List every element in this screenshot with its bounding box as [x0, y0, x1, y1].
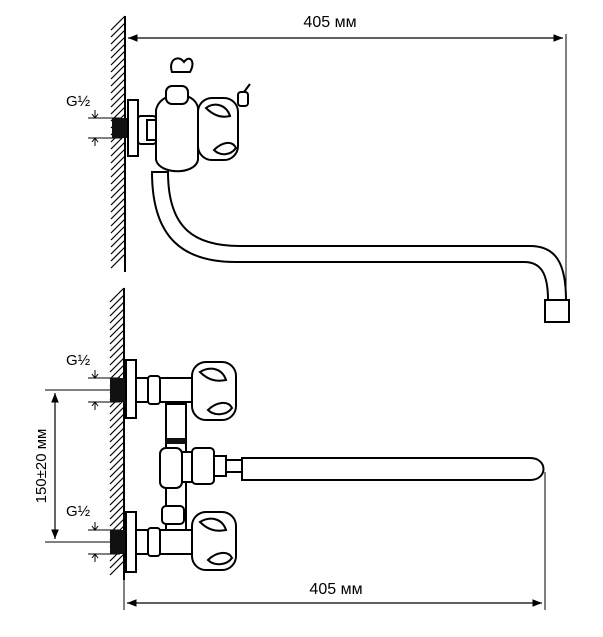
wall-hatch-line	[110, 78, 126, 94]
wall-hatch-line	[109, 315, 125, 331]
length-label-bottom: 405 мм	[309, 581, 362, 598]
wall-hatch-line	[110, 50, 126, 66]
length-dimension-top: 405 мм	[128, 14, 567, 300]
wall-hatch-line	[109, 336, 125, 352]
wall-hatch-line	[109, 294, 125, 310]
faucet-body-top	[112, 57, 251, 173]
thread-label-top-view: G½	[66, 93, 91, 110]
wall-hatch-line	[110, 85, 126, 101]
wall-hatch-line	[109, 406, 125, 422]
wall-hatch-line	[109, 511, 125, 527]
spacing-dimension: 150±20 мм	[33, 389, 115, 543]
front-view: 150±20 мм G½ G½	[33, 287, 546, 610]
wall-hatch-line	[110, 162, 126, 178]
wall-hatch-line	[109, 476, 125, 492]
wall-hatch-line	[109, 553, 125, 569]
wall-hatch-line	[109, 462, 125, 478]
wall-hatch-line	[109, 448, 125, 464]
wall-hatch-line	[109, 434, 125, 450]
wall-hatch-line	[110, 225, 126, 241]
wall-hatch-line	[110, 71, 126, 87]
wall-hatch-line	[110, 15, 126, 31]
wall-hatch-line	[110, 176, 126, 192]
thread-label-upper: G½	[66, 352, 91, 369]
wall-hatch-line	[109, 560, 125, 576]
wall-hatch-line	[109, 322, 125, 338]
wall-hatch-line	[110, 232, 126, 248]
wall-hatch-line	[110, 204, 126, 220]
wall-hatch-line	[109, 287, 125, 303]
wall-hatch-line	[109, 483, 125, 499]
wall-hatch-line	[110, 22, 126, 38]
wall-hatch-line	[110, 197, 126, 213]
wall-hatch-line	[110, 211, 126, 227]
wall-hatch-line	[110, 29, 126, 45]
wall-hatch-line	[109, 399, 125, 415]
wall-hatch-line	[110, 57, 126, 73]
wall-hatch-line	[109, 455, 125, 471]
wall-hatch-line	[110, 246, 126, 262]
thread-callout-top: G½	[66, 93, 122, 146]
wall-hatch-line	[110, 148, 126, 164]
central-body	[159, 403, 243, 531]
spacing-label: 150±20 мм	[33, 429, 50, 504]
wall-hatch-line	[110, 43, 126, 59]
wall-hatch-line	[109, 469, 125, 485]
wall-hatch-line	[109, 301, 125, 317]
wall-hatch-line	[110, 239, 126, 255]
wall-hatch-line	[109, 504, 125, 520]
spout-front	[241, 457, 545, 481]
wall-hatch-line	[110, 141, 126, 157]
wall-hatch-line	[110, 253, 126, 269]
length-dimension-bottom: 405 мм	[123, 472, 546, 610]
wall-hatch-line	[110, 169, 126, 185]
wall-hatch-line	[110, 92, 126, 108]
wall-hatch-line	[109, 343, 125, 359]
thread-label-lower: G½	[66, 503, 91, 520]
lower-valve	[110, 511, 237, 573]
wall-hatch-line	[110, 155, 126, 171]
wall-hatch-line	[109, 350, 125, 366]
wall-hatch-line	[110, 183, 126, 199]
length-label-top: 405 мм	[303, 14, 356, 31]
wall-hatch-line	[109, 364, 125, 380]
wall-hatch-line	[109, 357, 125, 373]
wall-hatch-line	[110, 218, 126, 234]
wall-hatch-line	[109, 490, 125, 506]
wall-hatch-line	[110, 99, 126, 115]
wall-hatch-line	[109, 427, 125, 443]
wall-hatch-line	[109, 329, 125, 345]
wall-hatch-line	[110, 64, 126, 80]
wall-hatch-line	[109, 308, 125, 324]
wall-hatch-line	[109, 413, 125, 429]
wall-hatch-line	[109, 441, 125, 457]
wall-hatch-line	[110, 36, 126, 52]
top-view: 405 мм G½	[66, 14, 570, 323]
upper-valve	[110, 359, 237, 421]
wall-hatch-line	[109, 420, 125, 436]
spout-top	[150, 171, 570, 323]
wall-top	[110, 15, 126, 272]
wall-hatch-line	[110, 190, 126, 206]
wall-hatch-line	[109, 497, 125, 513]
